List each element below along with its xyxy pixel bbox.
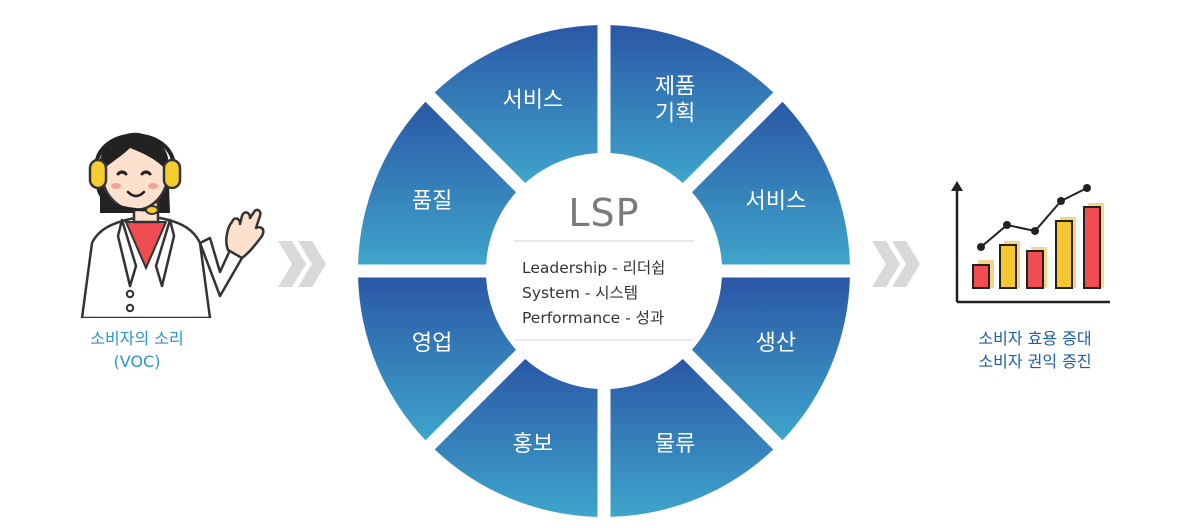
result-caption: 소비자 효용 증대 소비자 권익 증진 bbox=[930, 327, 1140, 373]
wheel-segment-label-line: 영업 bbox=[412, 331, 452, 356]
wheel-segment-label-line: 품질 bbox=[412, 189, 452, 214]
result-caption-line1: 소비자 효용 증대 bbox=[930, 327, 1140, 350]
wheel-segment-label-line: 제품 bbox=[655, 75, 695, 100]
wheel-segment-label-line: 물류 bbox=[655, 432, 695, 457]
center-line-performance: Performance - 성과 bbox=[522, 309, 664, 327]
result-caption-line2: 소비자 권익 증진 bbox=[930, 350, 1140, 373]
wheel-segment-label-3: 물류 bbox=[655, 432, 695, 457]
wheel-segment-label-7: 서비스 bbox=[502, 88, 563, 113]
wheel-segment-label-6: 품질 bbox=[412, 189, 452, 214]
wheel-segment-label-line: 홍보 bbox=[513, 432, 553, 457]
center-title: LSP bbox=[568, 191, 639, 235]
wheel-segment-label-line: 서비스 bbox=[745, 189, 806, 214]
wheel-segment-label-2: 생산 bbox=[756, 331, 796, 356]
wheel-segment-label-line: 서비스 bbox=[502, 88, 563, 113]
double-chevron-right-icon bbox=[870, 235, 926, 293]
wheel-segment-label-line: 생산 bbox=[756, 331, 796, 356]
wheel-segment-label-5: 영업 bbox=[412, 331, 452, 356]
center-line-system: System - 시스템 bbox=[522, 284, 638, 302]
growth-chart-icon bbox=[945, 175, 1115, 310]
wheel-segment-label-1: 서비스 bbox=[745, 189, 806, 214]
wheel-segment-label-line: 기획 bbox=[655, 102, 695, 127]
wheel-segment-label-4: 홍보 bbox=[513, 432, 553, 457]
center-line-leadership: Leadership - 리더쉽 bbox=[522, 259, 665, 277]
